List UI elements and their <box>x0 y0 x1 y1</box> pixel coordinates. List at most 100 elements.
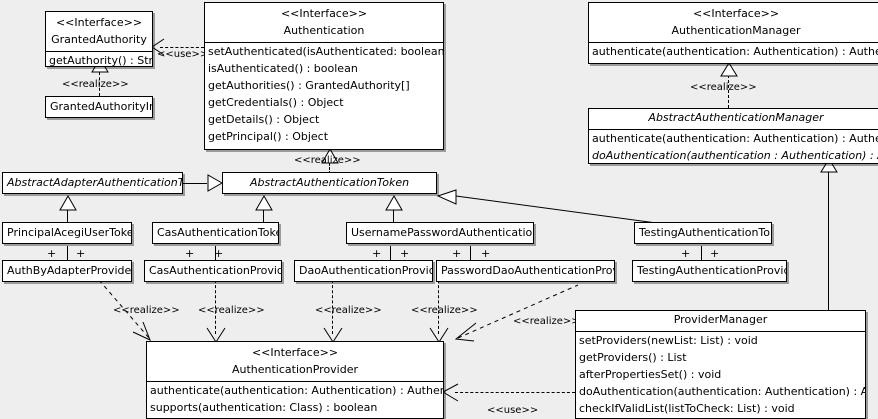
section-divider <box>46 51 152 52</box>
connector-assoc-principal-authbyadapter <box>67 246 68 260</box>
class-box-authentication-manager[interactable]: <<Interface>> AuthenticationManager auth… <box>588 2 878 64</box>
triangle-generalization-abstracttoken-left <box>207 174 223 192</box>
member-checkIfValidList: checkIfValidList(listToCheck: List) : vo… <box>579 402 795 415</box>
class-name-label-granted-authority-impl: GrantedAuthorityImpl <box>50 100 152 113</box>
member-authenticate: authenticate(authentication: Authenticat… <box>592 45 878 58</box>
label-realize-passworddaoprovider: <<realize>> <box>411 305 478 316</box>
class-box-dao-authentication-provider[interactable]: DaoAuthenticationProvider <box>294 260 433 282</box>
class-box-testing-authentication-token[interactable]: TestingAuthenticationToken <box>634 222 772 244</box>
section-divider <box>147 381 443 382</box>
multiplicity-principal-left: + <box>47 247 57 260</box>
section-divider <box>205 42 443 43</box>
class-box-authentication-provider[interactable]: <<Interface>> AuthenticationProvider aut… <box>146 341 444 419</box>
member-getAuthority: getAuthority() : String <box>49 54 153 67</box>
class-box-abstract-authentication-token[interactable]: AbstractAuthenticationToken <box>222 172 437 194</box>
member-getAuthorities: getAuthorities() : GrantedAuthority[] <box>208 79 410 92</box>
class-name-label: AbstractAuthenticationManager <box>648 111 824 124</box>
member-authenticate: authenticate(authentication: Authenticat… <box>592 132 878 145</box>
members-section-authentication-manager: authenticate(authentication: Authenticat… <box>589 43 878 60</box>
class-header-abstract-authentication-manager: AbstractAuthenticationManager <box>589 109 878 129</box>
label-use-grantedauthority: <<use>> <box>157 49 209 60</box>
member-supports: supports(authentication: Class) : boolea… <box>150 401 378 414</box>
stereotype-label: <<Interface>> <box>692 7 780 20</box>
class-name-label-password-dao-authentication-provider: PasswordDaoAuthenticationProvider <box>441 264 614 277</box>
class-box-granted-authority[interactable]: <<Interface>> GrantedAuthority getAuthor… <box>45 11 153 67</box>
class-box-authentication[interactable]: <<Interface>> Authentication setAuthenti… <box>204 2 444 150</box>
class-name-label-testing-authentication-token: TestingAuthenticationToken <box>639 226 771 239</box>
members-section-granted-authority: getAuthority() : String <box>46 52 153 67</box>
connector-generalization-casauthtoken <box>263 210 264 222</box>
label-realize-authbyadapterprovider: <<realize>> <box>113 305 180 316</box>
class-header-authentication-provider: <<Interface>> AuthenticationProvider <box>147 342 443 381</box>
class-name-label: GrantedAuthority <box>51 33 147 46</box>
multiplicity-upat-3: + <box>452 247 462 260</box>
class-name-label-testing-authentication-provider: TestingAuthenticationProvider <box>637 264 787 277</box>
section-divider <box>589 129 878 130</box>
triangle-realize-authenticationmanager <box>720 62 738 77</box>
label-realize-providermanager: <<realize>> <box>513 316 580 327</box>
class-box-testing-authentication-provider[interactable]: TestingAuthenticationProvider <box>632 260 787 282</box>
class-header-authentication: <<Interface>> Authentication <box>205 3 443 42</box>
member-setProviders: setProviders(newList: List) : void <box>579 334 758 347</box>
class-box-abstract-adapter-authentication-token[interactable]: AbstractAdapterAuthenticationToken <box>2 172 183 194</box>
class-header-granted-authority: <<Interface>> GrantedAuthority <box>46 12 152 51</box>
label-realize-abstractauthmanager: <<realize>> <box>690 82 757 93</box>
stereotype-label: <<Interface>> <box>55 16 143 29</box>
class-name-label: Authentication <box>283 24 365 37</box>
connector-assoc-upat-daoprovider <box>390 246 391 260</box>
members-section-abstract-authentication-manager: authenticate(authentication: Authenticat… <box>589 130 878 163</box>
class-box-provider-manager[interactable]: ProviderManager setProviders(newList: Li… <box>575 310 866 419</box>
member-getPrincipal: getPrincipal() : Object <box>208 130 329 143</box>
class-box-abstract-authentication-manager[interactable]: AbstractAuthenticationManager authentica… <box>588 108 878 164</box>
multiplicity-upat-2: + <box>400 247 410 260</box>
member-getCredentials: getCredentials() : Object <box>208 96 344 109</box>
connector-use-authentication-grantedauthority <box>160 47 204 48</box>
class-name-label-auth-by-adapter-provider: AuthByAdapterProvider <box>7 264 132 277</box>
connector-realize-authbyadapterprovider <box>98 279 151 341</box>
class-name-label-cas-authentication-token: CasAuthenticationToken <box>157 226 279 239</box>
class-name-label: AuthenticationProvider <box>231 363 359 376</box>
class-header-authentication-manager: <<Interface>> AuthenticationManager <box>589 3 878 42</box>
connector-assoc-upat-passworddaoprovider <box>470 246 471 260</box>
triangle-generalization-adaptertoken <box>59 195 77 211</box>
multiplicity-upat-1: + <box>372 247 382 260</box>
member-getDetails: getDetails() : Object <box>208 113 320 126</box>
triangle-generalization-abstractauthmanager <box>820 158 838 173</box>
connector-assoc-testing-testingprovider <box>701 246 702 260</box>
member-afterPropertiesSet: afterPropertiesSet() : void <box>579 368 722 381</box>
connector-realize-providermanager <box>454 284 579 342</box>
triangle-generalization-abstracttoken-cas <box>255 195 273 211</box>
class-box-granted-authority-impl[interactable]: GrantedAuthorityImpl <box>45 96 153 118</box>
class-name-label-principal-acegi-user-token: PrincipalAcegiUserToken <box>7 226 132 239</box>
class-name-label-abstract-authentication-token: AbstractAuthenticationToken <box>249 176 410 189</box>
class-box-password-dao-authentication-provider[interactable]: PasswordDaoAuthenticationProvider <box>436 260 615 282</box>
connector-realize-grantedauthorityimpl <box>99 72 100 96</box>
class-box-principal-acegi-user-token[interactable]: PrincipalAcegiUserToken <box>2 222 132 244</box>
class-name-label-dao-authentication-provider: DaoAuthenticationProvider <box>299 264 433 277</box>
label-realize-casprovider: <<realize>> <box>198 305 265 316</box>
multiplicity-cas-right: + <box>214 247 224 260</box>
class-box-cas-authentication-provider[interactable]: CasAuthenticationProvider <box>144 260 282 282</box>
class-header-provider-manager: ProviderManager <box>576 311 865 331</box>
label-realize-grantedauthorityimpl: <<realize>> <box>62 79 129 90</box>
class-box-username-password-authentication-token[interactable]: UsernamePasswordAuthenticationToken <box>346 222 534 244</box>
stereotype-label: <<Interface>> <box>280 7 368 20</box>
class-name-label: AuthenticationManager <box>671 24 801 37</box>
connector-use-providermanager <box>455 392 575 393</box>
connector-generalization-principalacegiusertoken <box>67 210 68 222</box>
label-realize-daoprovider: <<realize>> <box>315 305 382 316</box>
multiplicity-testing-left: + <box>681 247 691 260</box>
class-box-cas-authentication-token[interactable]: CasAuthenticationToken <box>152 222 279 244</box>
member-authenticate: authenticate(authentication: Authenticat… <box>150 384 443 397</box>
members-section-authentication: setAuthenticated(isAuthenticated: boolea… <box>205 43 443 145</box>
member-getProviders: getProviders() : List <box>579 351 687 364</box>
label-realize-abstracttoken: <<realize>> <box>294 155 361 166</box>
multiplicity-testing-right: + <box>710 247 720 260</box>
class-name-label-cas-authentication-provider: CasAuthenticationProvider <box>149 264 282 277</box>
class-box-auth-by-adapter-provider[interactable]: AuthByAdapterProvider <box>2 260 132 282</box>
members-section-provider-manager: setProviders(newList: List) : void getPr… <box>576 332 865 417</box>
section-divider <box>589 42 878 43</box>
members-section-authentication-provider: authenticate(authentication: Authenticat… <box>147 382 443 416</box>
connector-realize-passworddaoprovider <box>438 280 439 334</box>
